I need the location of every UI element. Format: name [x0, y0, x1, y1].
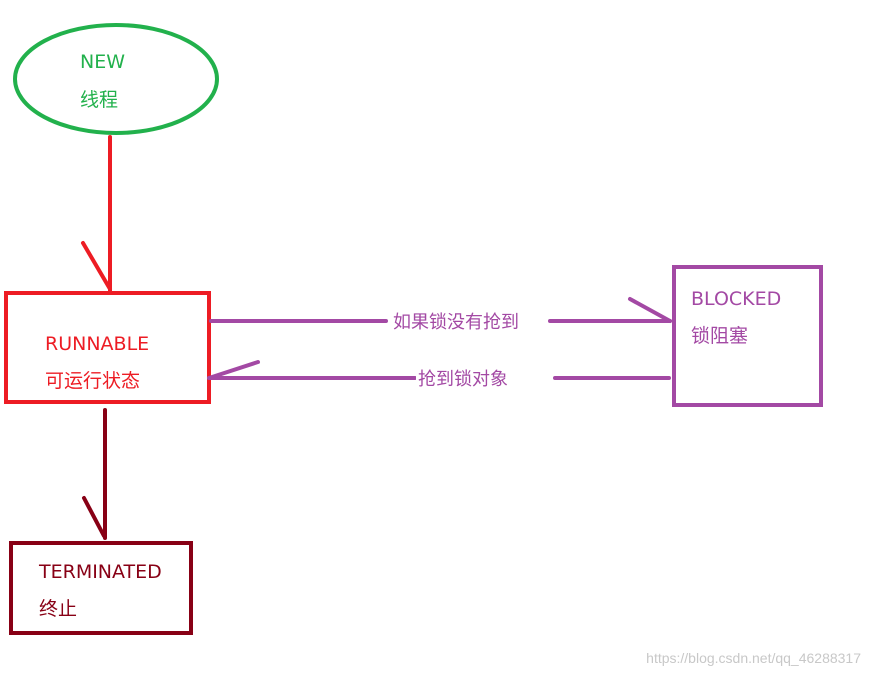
arrow-blocked-to-runnable: [207, 360, 671, 380]
runnable-state-name: RUNNABLE: [45, 333, 150, 355]
new-state-desc: 线程: [80, 89, 119, 111]
arrow-new-to-runnable: [81, 135, 112, 293]
watermark-url: https://blog.csdn.net/qq_46288317: [646, 650, 861, 666]
blocked-state-node: [672, 265, 823, 407]
new-state-name: NEW: [80, 51, 126, 73]
new-state-node: [13, 23, 219, 135]
edge-label-lock-acquired: 抢到锁对象: [416, 365, 510, 391]
terminated-state-name: TERMINATED: [39, 561, 162, 583]
runnable-state-node: [4, 291, 211, 404]
arrow-runnable-to-blocked: [209, 297, 672, 323]
runnable-state-desc: 可运行状态: [45, 370, 141, 392]
arrow-runnable-to-terminated: [82, 408, 107, 540]
terminated-state-node: [9, 541, 193, 635]
blocked-state-desc: 锁阻塞: [691, 325, 749, 347]
terminated-state-desc: 终止: [39, 598, 78, 620]
edge-label-lock-not-acquired: 如果锁没有抢到: [391, 308, 521, 334]
blocked-state-name: BLOCKED: [691, 288, 782, 310]
